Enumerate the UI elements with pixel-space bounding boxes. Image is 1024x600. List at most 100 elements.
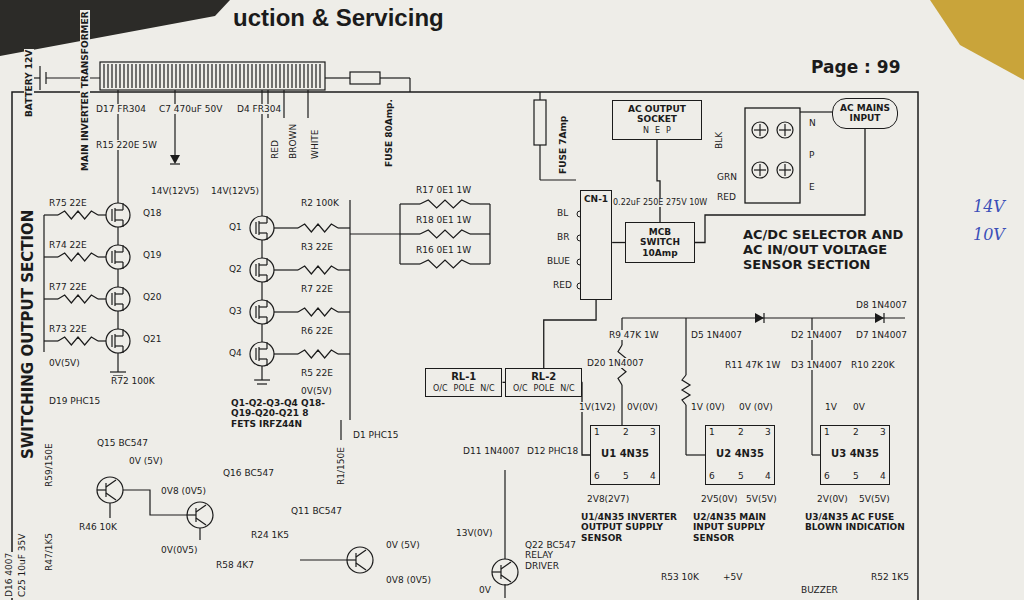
text-label: C25 10uF 35V <box>17 533 27 598</box>
wire <box>274 227 298 228</box>
wire <box>259 264 267 265</box>
box-text: O/C <box>433 384 448 393</box>
text-label: BATTERY 12V <box>24 49 34 118</box>
pin-number: 1 <box>823 427 831 437</box>
resistor-label: R52 1K5 <box>870 572 910 582</box>
box-text: POLE <box>534 384 555 393</box>
wire <box>115 251 123 252</box>
wire <box>143 64 144 88</box>
wire <box>319 64 320 88</box>
diode-label: D2 1N4007 <box>790 330 843 340</box>
pin-number: 2 <box>622 427 630 437</box>
box-title: AC MAINS INPUT <box>839 103 891 124</box>
wire <box>350 233 400 234</box>
voltage-reading: 1V(1V2) <box>578 402 617 412</box>
wire <box>255 222 256 234</box>
box-text: E <box>655 126 660 135</box>
wire <box>122 287 123 294</box>
wire <box>43 215 44 352</box>
box-title: MCB SWITCH 10Amp <box>630 227 690 258</box>
resistor-label: R7 22E <box>300 284 334 294</box>
wire <box>195 64 196 88</box>
transistor-label: Q11 BC547 <box>290 506 343 516</box>
wire <box>211 64 212 88</box>
resistor-label: R18 0E1 1W <box>415 215 472 225</box>
text-label: C7 470uF 50V <box>158 104 223 114</box>
text-label: RED <box>552 280 573 290</box>
wire <box>759 164 760 176</box>
wire <box>183 64 184 88</box>
transistor-label: Q2 <box>228 264 243 274</box>
wire <box>279 64 280 88</box>
wire <box>540 179 576 180</box>
wire <box>303 64 304 88</box>
pin-number: 1 <box>708 427 716 437</box>
wire <box>315 64 316 88</box>
text-label: BLK <box>714 131 724 150</box>
pin-number: 6 <box>708 471 716 481</box>
cloth-background <box>930 0 1024 80</box>
diode-label: D4 FR304 <box>236 104 282 114</box>
wire <box>117 353 118 372</box>
wire <box>283 64 284 88</box>
wire <box>159 64 160 88</box>
resistor-label: R6 22E <box>300 326 334 336</box>
wire <box>171 64 172 88</box>
resistor-symbol <box>682 375 690 405</box>
wire <box>131 64 132 88</box>
resistor-label: R72 100K <box>110 376 156 386</box>
transistor-label: Q18 <box>142 208 163 218</box>
diode-label: D8 1N4007 <box>855 300 908 310</box>
wire <box>489 204 490 264</box>
transistor-label: Q22 BC547 RELAY DRIVER <box>524 540 578 571</box>
resistor-label: R46 10K <box>78 522 118 532</box>
text-label: WHITE <box>310 128 320 160</box>
wire <box>199 64 200 88</box>
wire <box>122 245 123 252</box>
wire <box>259 232 267 233</box>
wire <box>311 64 312 88</box>
wire <box>191 64 192 88</box>
wire <box>347 559 356 560</box>
voltage-reading: 0V(5V) <box>48 358 81 368</box>
diode-label: D12 PHC18 <box>526 446 579 456</box>
connector-wire <box>657 140 660 222</box>
wire <box>355 553 356 567</box>
wire <box>338 311 350 312</box>
voltage-reading: 0.22uF 250E 275V 10W <box>612 198 708 207</box>
fuse-symbol <box>534 100 546 145</box>
text-label: AC/DC SELECTOR AND AC IN/OUT VOLTAGE SEN… <box>742 228 914 273</box>
text-label: U2/4N35 MAIN INPUT SUPPLY SENSOR <box>692 512 794 543</box>
wire <box>259 222 267 223</box>
voltage-reading: 0V (0V) <box>738 402 774 412</box>
wire <box>501 562 511 569</box>
wire <box>539 145 540 180</box>
wire <box>98 256 106 257</box>
screw-terminal <box>777 122 793 138</box>
connector-wire <box>612 242 625 243</box>
wire <box>115 293 123 294</box>
wire <box>271 64 272 88</box>
screw-terminal <box>752 162 768 178</box>
wire <box>107 64 108 88</box>
wire <box>500 565 501 579</box>
wire <box>196 505 206 512</box>
wire <box>267 64 268 88</box>
resistor-label: R24 1K5 <box>250 530 290 540</box>
wire <box>219 64 220 88</box>
diode-label: D7 1N4007 <box>855 330 908 340</box>
box-title: U1 4N35 <box>594 448 656 460</box>
text-label: E <box>808 182 816 192</box>
mosfet-symbol <box>250 216 274 240</box>
wire <box>110 371 126 372</box>
wire <box>98 298 106 299</box>
resistor-symbol <box>298 266 338 274</box>
pin-number: 1 <box>593 427 601 437</box>
box-text: N/C <box>480 384 494 393</box>
wire <box>105 483 106 497</box>
wire <box>356 563 366 570</box>
box-title: RL-2 <box>510 371 577 383</box>
wire <box>784 164 785 176</box>
wire <box>207 64 208 88</box>
